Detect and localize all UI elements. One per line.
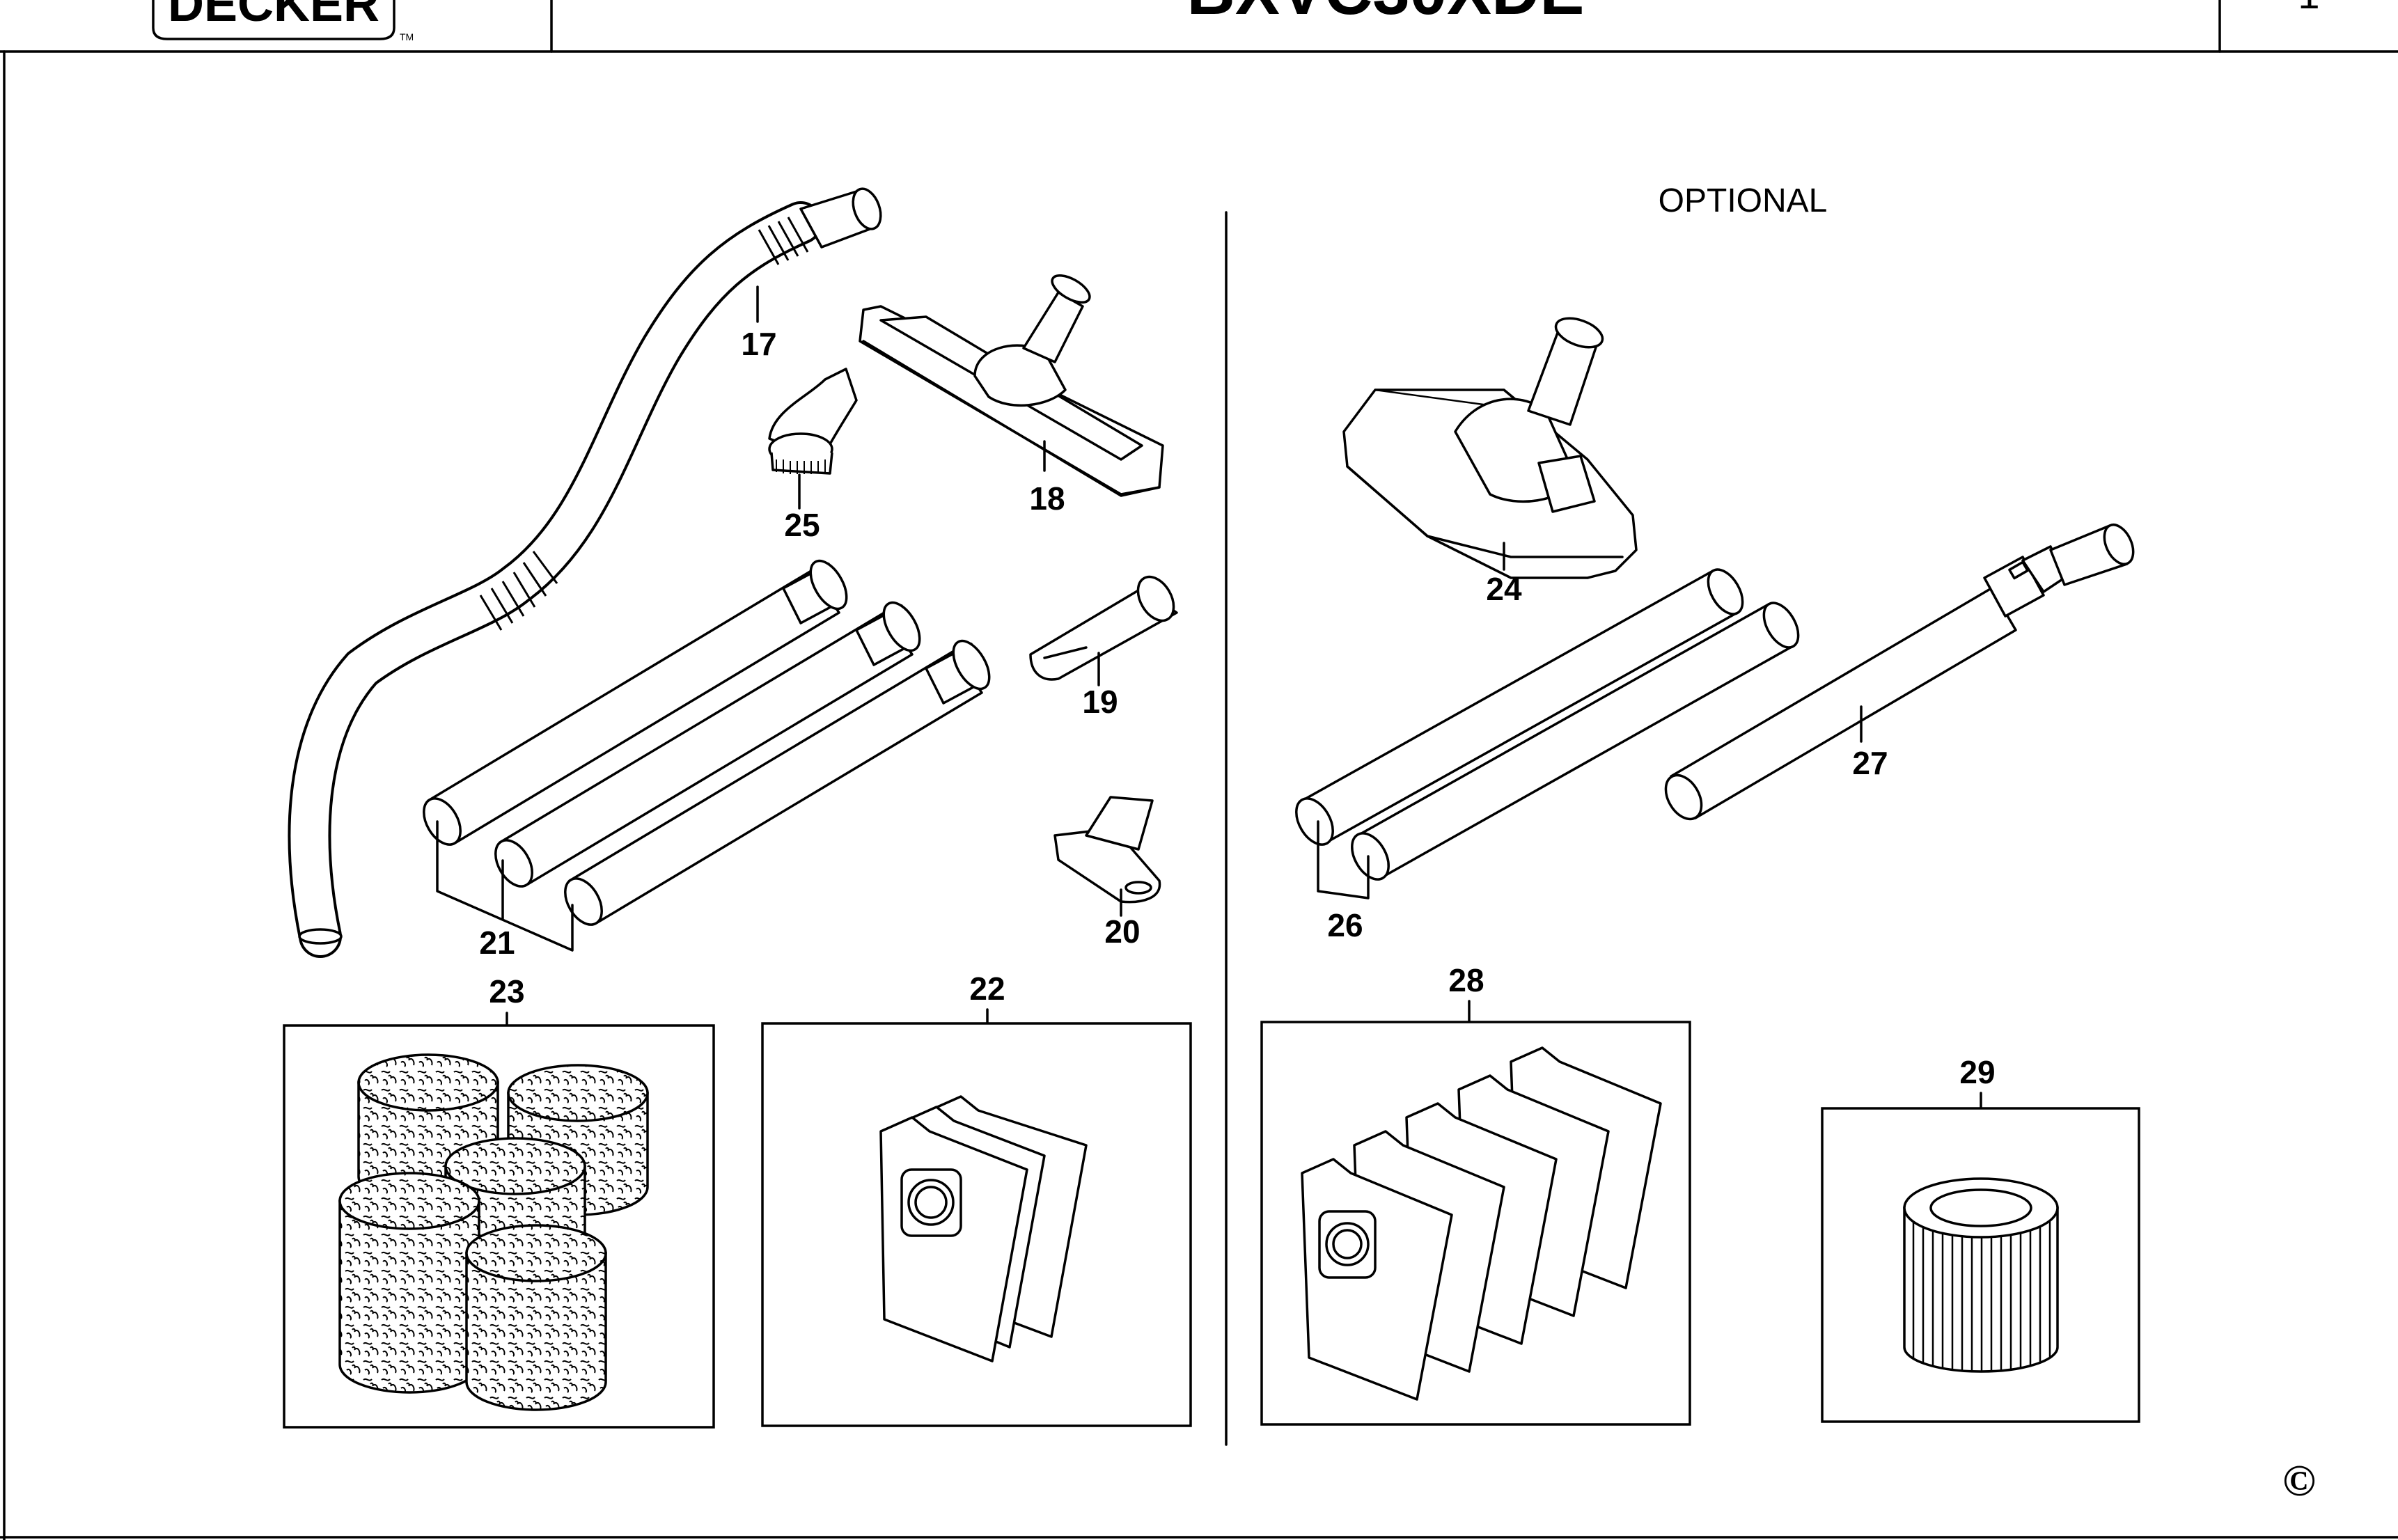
callout-29: 29 xyxy=(1959,1054,1995,1090)
callout-24: 24 xyxy=(1486,571,1522,607)
callout-26: 26 xyxy=(1327,907,1363,943)
part-20-upholstery-nozzle xyxy=(1053,796,1161,904)
callout-25: 25 xyxy=(784,507,820,543)
part-22-dust-bags xyxy=(761,1022,1192,1427)
leader-21 xyxy=(436,820,574,952)
part-25-dusting-brush xyxy=(768,368,858,475)
page-number: 1 xyxy=(2298,0,2319,17)
callout-19: 19 xyxy=(1082,684,1118,720)
copyright-symbol: © xyxy=(2282,1456,2316,1505)
callout-28: 28 xyxy=(1448,962,1484,998)
part-29-cartridge-filter xyxy=(1821,1107,2140,1423)
part-17-hose xyxy=(288,187,882,958)
optional-heading: OPTIONAL xyxy=(1659,182,1828,219)
callout-20: 20 xyxy=(1104,913,1140,950)
part-28-dust-bags-pack xyxy=(1260,1021,1691,1426)
brand-name: DECKER xyxy=(168,0,379,32)
callout-27: 27 xyxy=(1852,745,1888,781)
brand-logo: DECKER TM xyxy=(152,0,414,42)
svg-text:TM: TM xyxy=(400,31,414,42)
callout-21: 21 xyxy=(479,925,515,961)
part-27-telescopic-tube xyxy=(1664,524,2135,821)
part-26-extension-tubes xyxy=(1295,568,1800,881)
callout-17: 17 xyxy=(741,326,776,362)
callout-22: 22 xyxy=(969,971,1005,1007)
part-18-floor-nozzle xyxy=(859,274,1164,497)
part-24-combination-nozzle xyxy=(1342,317,1638,579)
callout-23: 23 xyxy=(489,973,524,1009)
part-19-crevice-tool xyxy=(1029,575,1178,681)
model-title: BXVC30XDE xyxy=(1187,0,1585,29)
callout-18: 18 xyxy=(1029,480,1065,517)
part-21-extension-tubes xyxy=(423,559,991,926)
part-23-foam-filters xyxy=(283,1024,715,1429)
leader-26 xyxy=(1317,820,1370,899)
